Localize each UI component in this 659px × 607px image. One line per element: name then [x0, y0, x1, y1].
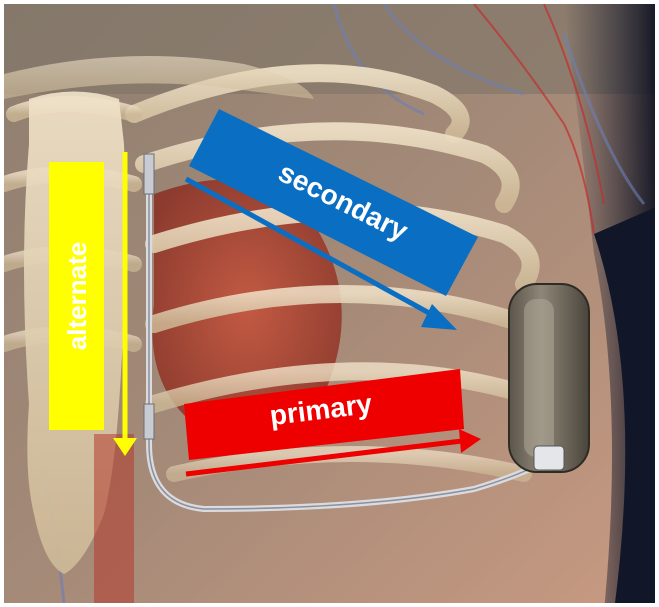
chest-illustration: alternate secondary primary [4, 4, 659, 607]
alternate-label: alternate [49, 162, 104, 430]
implant-device [509, 284, 589, 472]
alternate-label-text: alternate [62, 242, 92, 350]
